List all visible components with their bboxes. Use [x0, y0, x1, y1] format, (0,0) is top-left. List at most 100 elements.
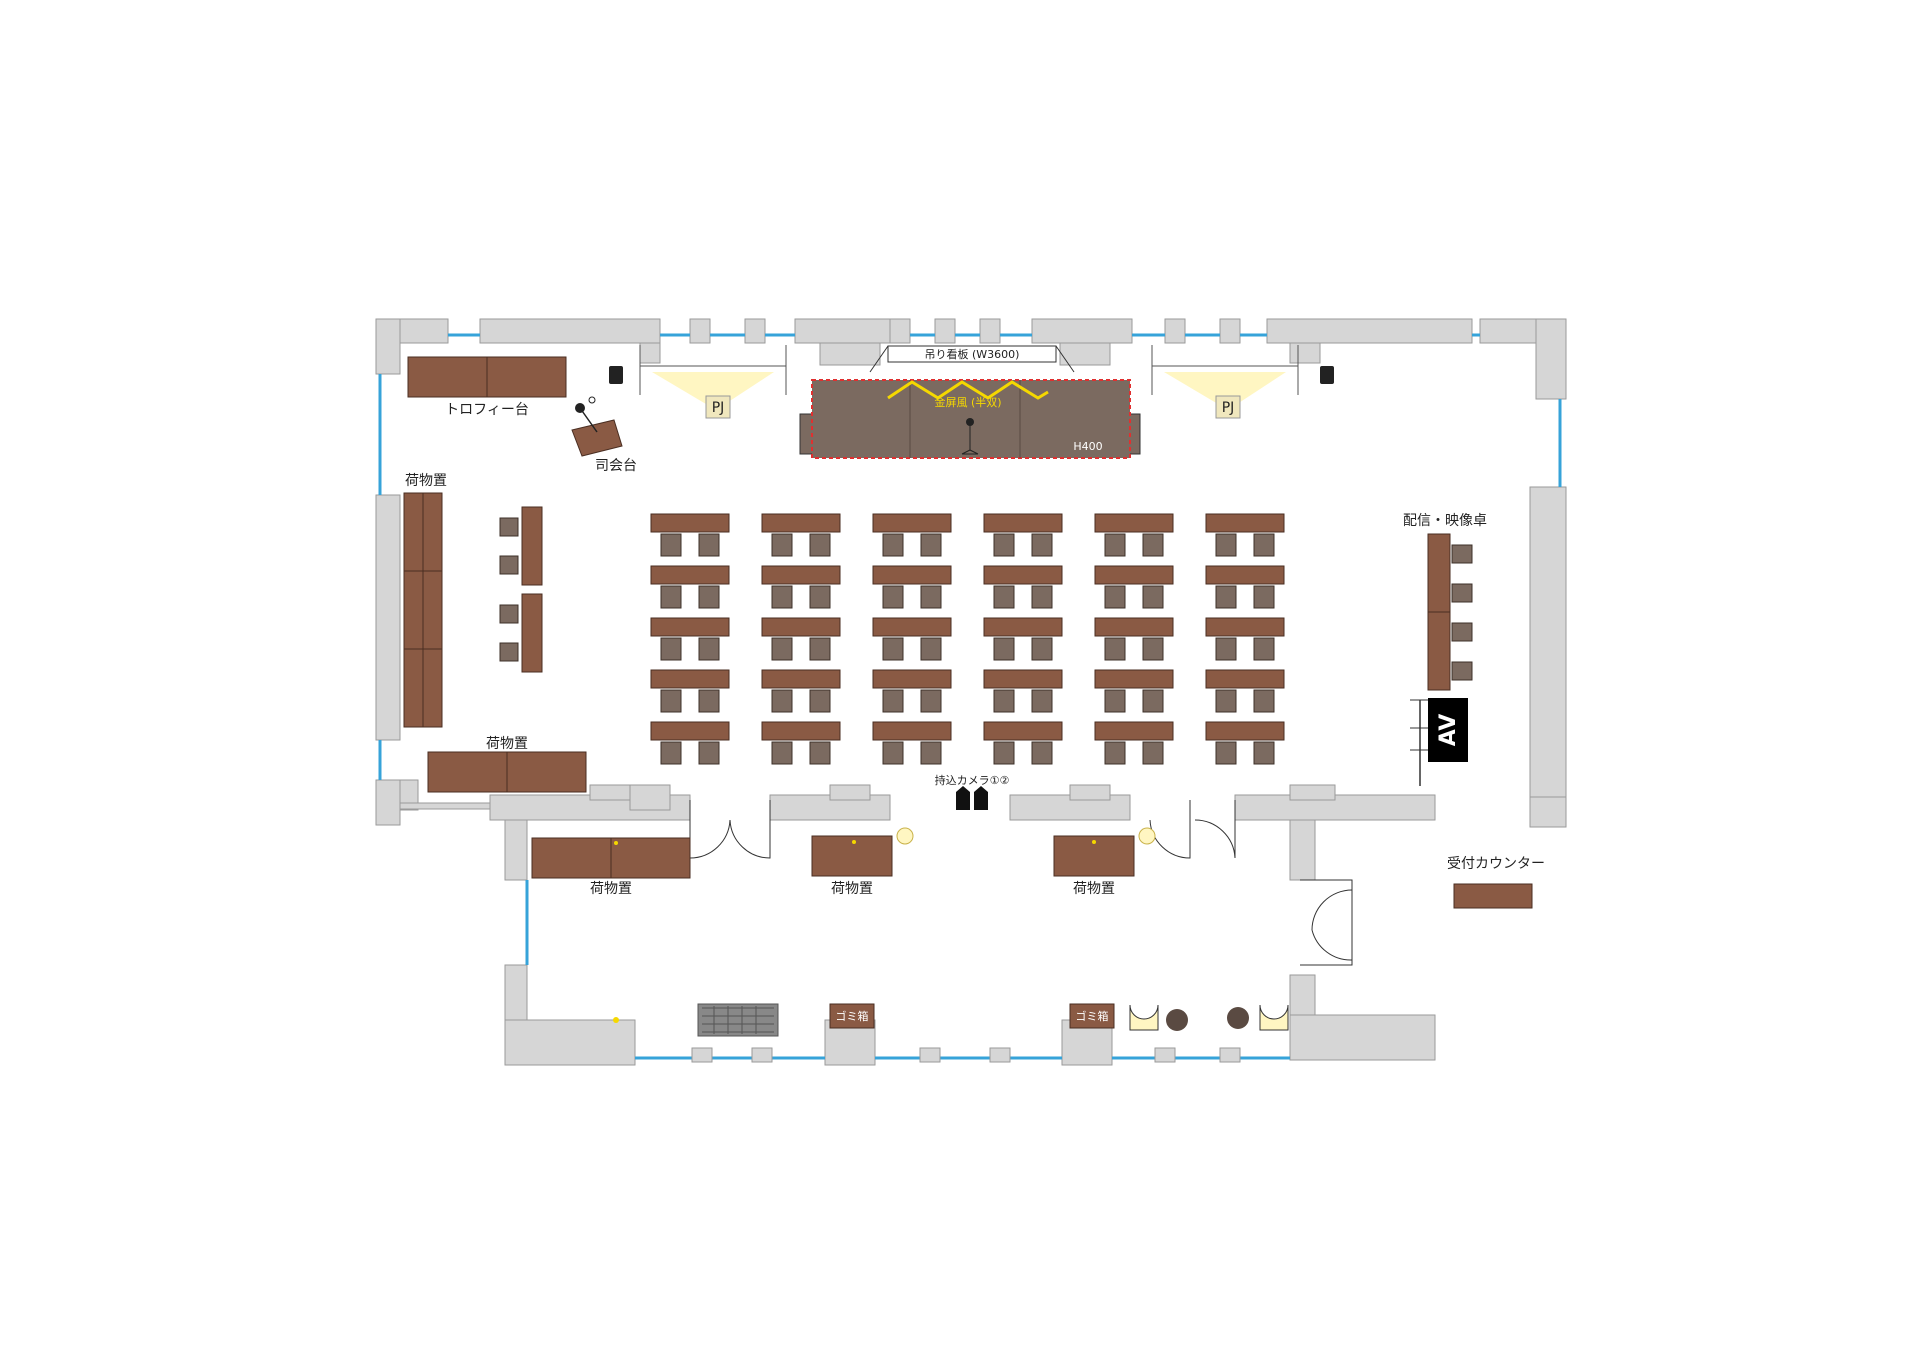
guest-chair: [1215, 741, 1237, 765]
luggage-lobby-3-label: 荷物置: [1073, 881, 1115, 897]
speaker-icon: [1320, 366, 1334, 384]
guest-chair: [809, 585, 831, 609]
luggage-bottom-left-label: 荷物置: [486, 736, 528, 752]
trash-1: [829, 1003, 875, 1029]
guest-chair: [920, 533, 942, 557]
guest-chair: [771, 637, 793, 661]
guest-chair: [920, 637, 942, 661]
projector-left: PJ: [639, 345, 787, 419]
guest-chair: [1215, 585, 1237, 609]
guest-chair: [809, 689, 831, 713]
emcee-podium: 司会台: [571, 396, 637, 474]
guest-chair: [698, 741, 720, 765]
guest-table: [872, 721, 952, 741]
trash-2: [1069, 1003, 1115, 1029]
guest-chair: [1104, 689, 1126, 713]
guest-table: [872, 513, 952, 533]
guest-table: [872, 617, 952, 637]
guest-chair: [1031, 637, 1053, 661]
guest-chair: [882, 689, 904, 713]
guest-chair: [1104, 637, 1126, 661]
guest-chair: [1253, 533, 1275, 557]
guest-chair: [1104, 741, 1126, 765]
guest-chair: [882, 533, 904, 557]
guest-table: [761, 617, 841, 637]
trash-1-label: ゴミ箱: [836, 1009, 869, 1023]
guest-table: [983, 513, 1063, 533]
guest-chair: [1142, 689, 1164, 713]
guest-table: [1205, 721, 1285, 741]
guest-chair: [1142, 637, 1164, 661]
stage-area: 吊り看板 (W3600) 金屏風 (半双) H400: [799, 345, 1141, 459]
sign-label: 吊り看板 (W3600): [925, 347, 1020, 361]
guest-table: [872, 669, 952, 689]
guest-chair: [1031, 741, 1053, 765]
guest-chair: [771, 533, 793, 557]
luggage-bottom-left: 荷物置: [427, 736, 587, 793]
guest-table: [983, 669, 1063, 689]
av-desk: 配信・映像卓 AV: [1403, 513, 1487, 786]
guest-chair: [1215, 533, 1237, 557]
luggage-lobby-1: 荷物置: [531, 837, 691, 897]
guest-chair: [660, 689, 682, 713]
guest-chair: [920, 741, 942, 765]
guest-table: [872, 565, 952, 585]
guest-chair: [920, 689, 942, 713]
guest-chair: [809, 741, 831, 765]
byobu-screen: [887, 380, 1049, 400]
guest-chair: [993, 689, 1015, 713]
camera-label: 持込カメラ①②: [935, 773, 1010, 787]
reception-counter: 受付カウンター: [1447, 856, 1545, 909]
guest-chair: [1142, 533, 1164, 557]
guest-table: [983, 565, 1063, 585]
guest-chair: [993, 637, 1015, 661]
guest-table: [1094, 669, 1174, 689]
projector-right: PJ: [1151, 345, 1299, 419]
guest-chair: [882, 585, 904, 609]
emcee-label: 司会台: [595, 458, 637, 474]
side-tables-left: [499, 506, 543, 673]
trophy-label: トロフィー台: [445, 402, 529, 418]
guest-table: [761, 565, 841, 585]
guest-table: [1094, 721, 1174, 741]
guest-chair: [660, 533, 682, 557]
luggage-lobby-3: 荷物置: [1053, 827, 1156, 897]
guest-chair: [698, 533, 720, 557]
guest-chair: [1031, 533, 1053, 557]
lobby-furniture: ゴミ箱 ゴミ箱: [613, 1003, 1289, 1037]
guest-table: [761, 721, 841, 741]
guest-chair: [882, 637, 904, 661]
guest-table: [1094, 565, 1174, 585]
byobu-label: 金屏風 (半双): [934, 395, 1001, 409]
luggage-lobby-2: 荷物置: [811, 827, 914, 897]
guest-chair: [920, 585, 942, 609]
guest-table: [983, 721, 1063, 741]
guest-chair: [993, 741, 1015, 765]
guest-chair: [1142, 741, 1164, 765]
guest-chair: [660, 637, 682, 661]
guest-chair: [809, 533, 831, 557]
guest-chair: [1253, 637, 1275, 661]
guest-chair: [1031, 689, 1053, 713]
av-box: [1428, 698, 1468, 762]
guest-table: [761, 513, 841, 533]
guest-chair: [698, 585, 720, 609]
luggage-lobby-2-label: 荷物置: [831, 881, 873, 897]
guest-chair: [660, 741, 682, 765]
guest-chair: [1104, 533, 1126, 557]
guest-chair: [1215, 637, 1237, 661]
hall-walls: [375, 318, 1567, 828]
guest-chair: [1142, 585, 1164, 609]
guest-table: [1205, 669, 1285, 689]
seating-grid: [650, 513, 1285, 765]
luggage-lobby-1-label: 荷物置: [590, 881, 632, 897]
guest-chair: [1215, 689, 1237, 713]
luggage-left: 荷物置: [403, 473, 447, 728]
projector-right-label: PJ: [1222, 400, 1235, 416]
guest-table: [1205, 617, 1285, 637]
guest-chair: [1253, 585, 1275, 609]
guest-chair: [698, 689, 720, 713]
guest-table: [650, 565, 730, 585]
guest-chair: [1253, 741, 1275, 765]
